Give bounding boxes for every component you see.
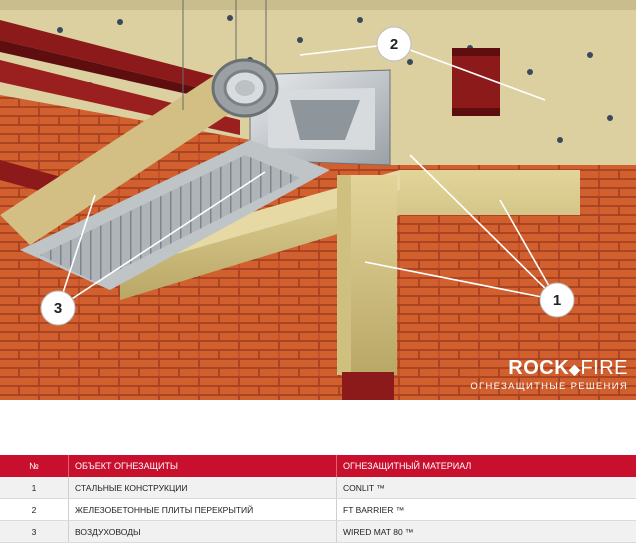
table-row: 3 ВОЗДУХОВОДЫ WIRED MAT 80 ™	[0, 520, 636, 543]
col-material-header: ОГНЕЗАЩИТНЫЙ МАТЕРИАЛ	[336, 455, 636, 477]
insulated-beam	[120, 170, 580, 300]
rockfire-logo: ROCK◆FIRE ОГНЕЗАЩИТНЫЕ РЕШЕНИЯ	[470, 357, 628, 392]
col-object-header: ОБЪЕКТ ОГНЕЗАЩИТЫ	[68, 455, 337, 477]
row-object: ЖЕЛЕЗОБЕТОННЫЕ ПЛИТЫ ПЕРЕКРЫТИЙ	[68, 498, 337, 521]
row-number: 2	[0, 498, 69, 521]
logo-fire: FIRE	[580, 357, 628, 379]
row-object: СТАЛЬНЫЕ КОНСТРУКЦИИ	[68, 477, 337, 499]
callout-1: 1	[539, 282, 575, 318]
row-material: CONLIT ™	[336, 477, 636, 499]
callout-2-label: 2	[390, 36, 398, 53]
callout-3: 3	[40, 290, 76, 326]
callout-1-label: 1	[553, 292, 561, 309]
row-material: FT BARRIER ™	[336, 498, 636, 521]
table-header-row: № ОБЪЕКТ ОГНЕЗАЩИТЫ ОГНЕЗАЩИТНЫЙ МАТЕРИА…	[0, 455, 636, 477]
row-object: ВОЗДУХОВОДЫ	[68, 520, 337, 543]
logo-tagline: ОГНЕЗАЩИТНЫЕ РЕШЕНИЯ	[470, 381, 628, 392]
callout-2: 2	[376, 26, 412, 62]
row-number: 1	[0, 477, 69, 499]
insulation-diagram: 1 2 3 ROCK◆FIRE ОГНЕЗАЩИТНЫЕ РЕШЕНИЯ	[0, 0, 636, 400]
table-row: 2 ЖЕЛЕЗОБЕТОННЫЕ ПЛИТЫ ПЕРЕКРЫТИЙ FT BAR…	[0, 498, 636, 521]
row-number: 3	[0, 520, 69, 543]
steel-beam	[0, 20, 250, 100]
col-number-header: №	[0, 455, 69, 477]
logo-rock: ROCK	[508, 357, 570, 379]
table-row: 1 СТАЛЬНЫЕ КОНСТРУКЦИИ CONLIT ™	[0, 477, 636, 499]
row-material: WIRED MAT 80 ™	[336, 520, 636, 543]
flame-icon: ◆	[569, 361, 581, 377]
materials-table: № ОБЪЕКТ ОГНЕЗАЩИТЫ ОГНЕЗАЩИТНЫЙ МАТЕРИА…	[0, 455, 636, 543]
callout-3-label: 3	[54, 300, 62, 317]
